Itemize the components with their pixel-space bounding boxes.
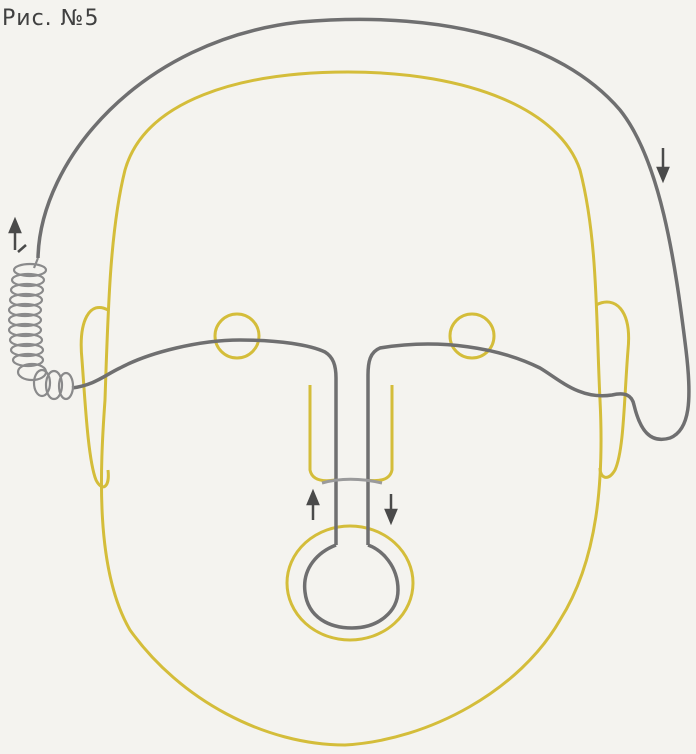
figure-caption: Рис. №5 [2,6,100,31]
